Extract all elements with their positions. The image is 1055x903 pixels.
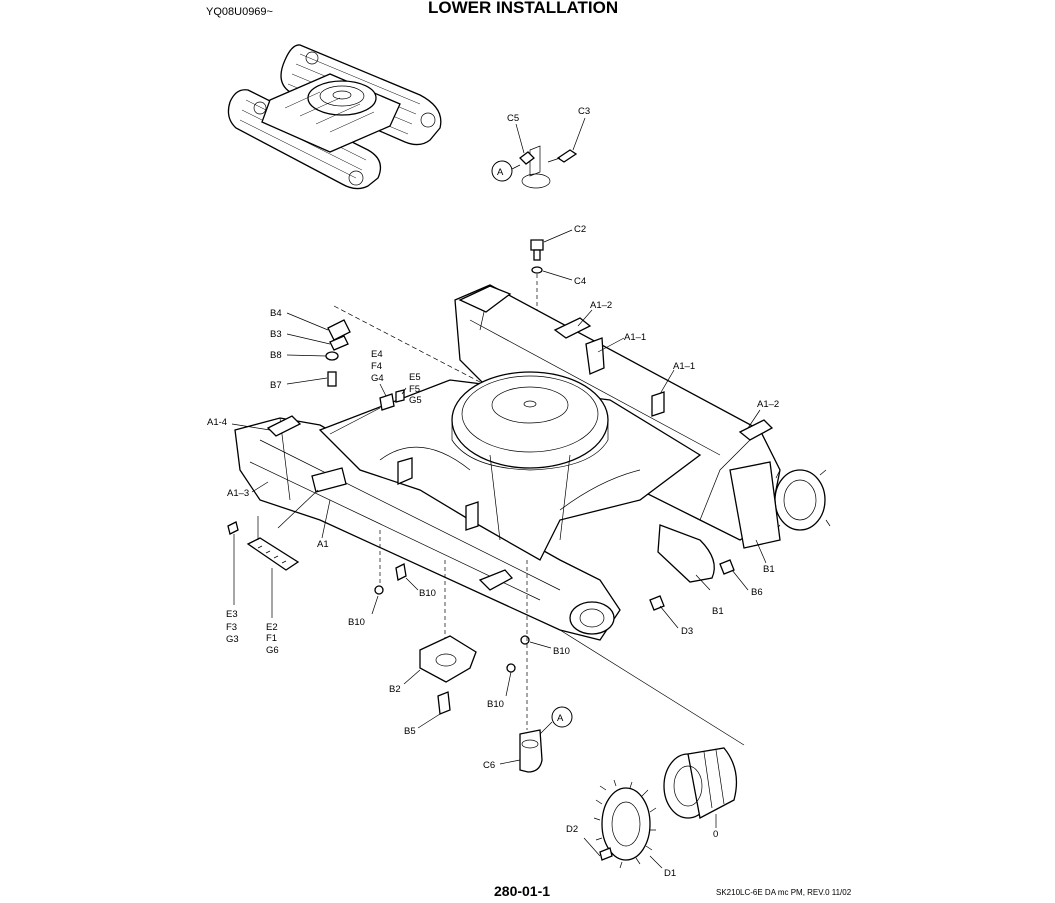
callout-g5: G5	[409, 395, 422, 406]
callout-b4: B4	[270, 308, 282, 319]
b10-fittings: B10 B10 B10 B10	[348, 530, 570, 730]
callout-b10-d: B10	[487, 699, 504, 710]
callout-b7: B7	[270, 380, 282, 391]
page-number: 280-01-1	[494, 883, 551, 899]
callout-e5: E5	[409, 372, 421, 383]
callout-e3: E3	[226, 609, 238, 620]
callout-e2: E2	[266, 622, 278, 633]
travel-drive-group: D2 D1 0	[559, 629, 745, 879]
callout-o: 0	[713, 829, 718, 840]
callout-b5: B5	[404, 726, 416, 737]
left-guard-group: E3 F3 G3 E2 F1 G6	[226, 489, 319, 656]
c6-swivel-group: A C6	[483, 706, 573, 773]
lower-frame	[234, 284, 831, 641]
callout-g3: G3	[226, 634, 239, 645]
callout-a-bottom: A	[557, 713, 564, 724]
callout-d2: D2	[566, 824, 578, 835]
callout-b10-b: B10	[419, 588, 436, 599]
callout-a1-2-top: A1–2	[590, 300, 612, 311]
callout-b1-right: B1	[763, 564, 775, 575]
frame-callouts: A1–2 A1–1 A1–1 A1–2 A1-4 A1–3 A1	[207, 300, 779, 550]
callout-b8: B8	[270, 350, 282, 361]
callout-f5: F5	[409, 384, 420, 395]
callout-f3: F3	[226, 622, 237, 633]
b2-bracket-group: B2 B5	[389, 635, 477, 737]
callout-a1-3: A1–3	[227, 488, 249, 499]
callout-c6: C6	[483, 760, 495, 771]
callout-g4: G4	[371, 373, 384, 384]
callout-a1-1-top: A1–1	[624, 332, 646, 343]
callout-a-top: A	[497, 167, 504, 178]
swivel-bolt-group: A C5 C3	[491, 106, 590, 189]
right-cover-group: B1 B1 B6 D3	[649, 524, 775, 637]
revision-note: SK210LC-6E DA mc PM, REV.0 11/02	[716, 888, 852, 897]
page-title: LOWER INSTALLATION	[428, 0, 619, 17]
callout-a1: A1	[317, 539, 329, 550]
callout-g6: G6	[266, 645, 279, 656]
callout-b3: B3	[270, 329, 282, 340]
callout-b10-c: B10	[553, 646, 570, 657]
undercarriage-thumbnail	[227, 44, 442, 190]
document-code: YQ08U0969~	[206, 6, 273, 18]
callout-c2: C2	[574, 224, 586, 235]
callout-c3: C3	[578, 106, 590, 117]
callout-e4: E4	[371, 349, 383, 360]
callout-d3: D3	[681, 626, 693, 637]
callout-b1-cover: B1	[712, 606, 724, 617]
grease-fitting-group: E4 F4 G4 E5 F5 G5	[329, 349, 422, 435]
callout-b2: B2	[389, 684, 401, 695]
callout-a1-1-mid: A1–1	[673, 361, 695, 372]
callout-f1: F1	[266, 633, 277, 644]
callout-c5: C5	[507, 113, 519, 124]
callout-d1: D1	[664, 868, 676, 879]
callout-a1-2-right: A1–2	[757, 399, 779, 410]
callout-b10-a: B10	[348, 617, 365, 628]
callout-b6: B6	[751, 587, 763, 598]
callout-f4: F4	[371, 361, 382, 372]
callout-a1-4: A1-4	[207, 417, 227, 428]
left-bracket-group: B4 B3 B8 B7	[270, 305, 481, 391]
callout-c4: C4	[574, 276, 586, 287]
